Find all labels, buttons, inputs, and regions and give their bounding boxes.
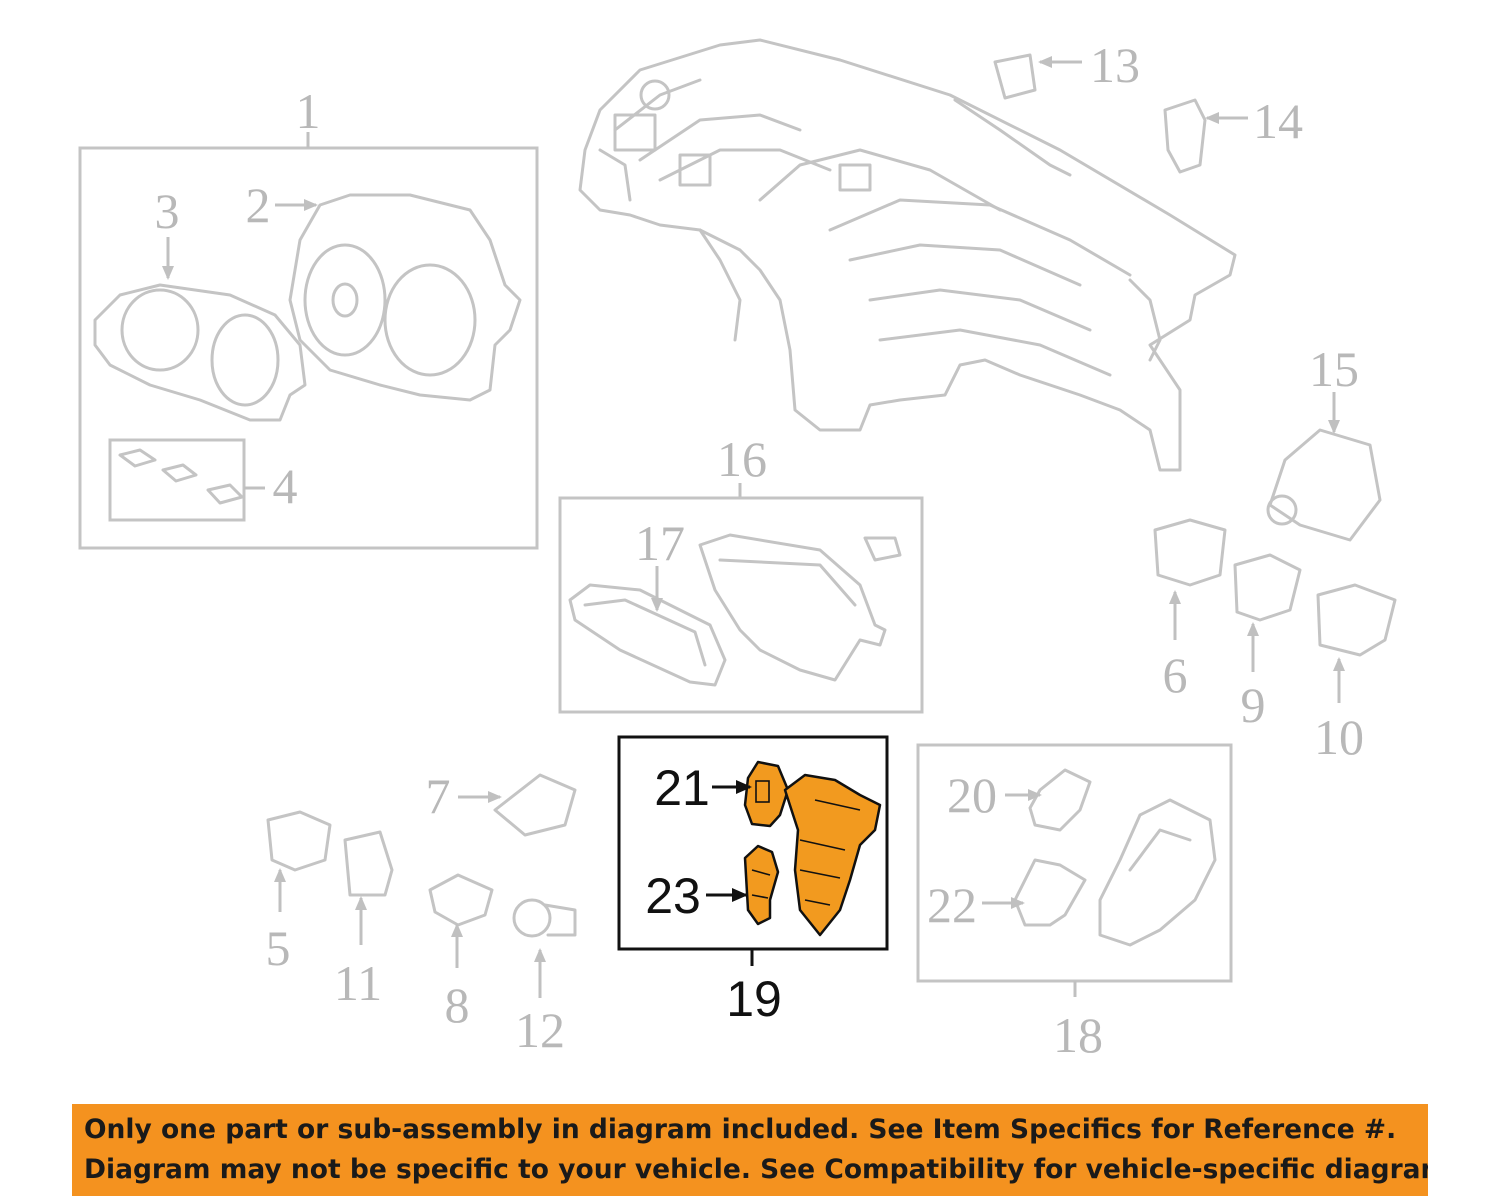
callout-8: 8 xyxy=(445,977,470,1033)
group-1-cluster xyxy=(78,132,539,550)
callout-2: 2 xyxy=(246,177,271,233)
group-18-switches xyxy=(916,743,1233,997)
callout-5: 5 xyxy=(266,920,291,976)
callout-14: 14 xyxy=(1253,93,1303,149)
dashboard-panel-drawing xyxy=(578,38,1237,472)
switch-panel-part xyxy=(783,773,882,937)
group-16-box xyxy=(558,496,924,714)
disclaimer-line-2: Diagram may not be specific to your vehi… xyxy=(84,1154,1428,1185)
callout-13: 13 xyxy=(1090,37,1140,93)
loose-parts-right xyxy=(993,53,1397,703)
callout-20: 20 xyxy=(947,767,997,823)
group-16-display xyxy=(558,483,924,714)
callout-17: 17 xyxy=(635,515,685,571)
callout-22: 22 xyxy=(927,877,977,933)
callout-19: 19 xyxy=(726,971,782,1027)
callout-9: 9 xyxy=(1241,677,1266,733)
callout-1: 1 xyxy=(296,83,321,139)
disclaimer-line-1: Only one part or sub-assembly in diagram… xyxy=(84,1114,1397,1145)
callout-10: 10 xyxy=(1314,709,1364,765)
group-4-box xyxy=(108,438,246,522)
disclaimer-banner: Only one part or sub-assembly in diagram… xyxy=(72,1104,1428,1196)
callout-4: 4 xyxy=(273,458,298,514)
loose-parts-left xyxy=(266,773,577,998)
callout-23: 23 xyxy=(645,868,701,924)
callout-7: 7 xyxy=(426,768,451,824)
callout-15: 15 xyxy=(1309,341,1359,397)
callout-labels: 1 2 3 4 5 6 7 8 9 10 11 12 13 14 15 16 1… xyxy=(155,37,1365,1063)
callout-11: 11 xyxy=(334,955,382,1011)
callout-12: 12 xyxy=(515,1002,565,1058)
part-21-switch xyxy=(743,760,790,828)
callout-21: 21 xyxy=(654,760,710,816)
part-23-switch xyxy=(743,844,780,926)
callout-18: 18 xyxy=(1053,1007,1103,1063)
callout-16: 16 xyxy=(717,431,767,487)
group-19-highlighted-assembly xyxy=(617,735,889,966)
callout-3: 3 xyxy=(155,183,180,239)
callout-6: 6 xyxy=(1163,647,1188,703)
